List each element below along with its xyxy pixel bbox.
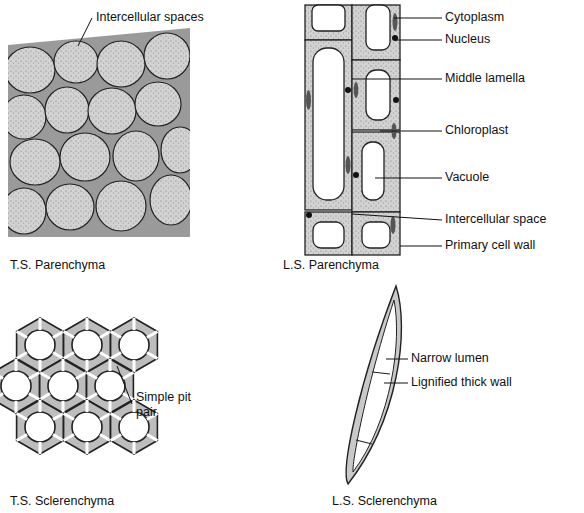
- leader-label: Lignified thick wall: [411, 375, 571, 390]
- leader-label: Cytoplasm: [445, 10, 580, 25]
- leader-line: [78, 18, 92, 46]
- leader-line: [117, 366, 132, 404]
- ts-sclerenchyma: [0, 318, 157, 454]
- leader-label: Vacuole: [445, 170, 580, 185]
- figure-caption: T.S. Sclerenchyma: [10, 494, 190, 509]
- ls-sclerenchyma: [346, 286, 401, 484]
- leader-label: Narrow lumen: [411, 351, 561, 366]
- ls-parenchyma: [305, 5, 400, 255]
- leader-lines: [352, 18, 442, 246]
- figure-caption: L.S. Parenchyma: [283, 258, 453, 273]
- leader-label: Intercellular spaces: [96, 10, 236, 25]
- chloroplasts: [306, 13, 398, 234]
- leader-label: Simple pit pair: [136, 390, 196, 420]
- leader-label: Primary cell wall: [445, 238, 580, 253]
- leader-label: Chloroplast: [445, 123, 580, 138]
- leader-label: Nucleus: [445, 32, 580, 47]
- leader-lines: [384, 359, 408, 383]
- ts-parenchyma: [2, 28, 199, 237]
- leader-label: Intercellular space: [445, 212, 580, 227]
- leader-label: Middle lamella: [445, 71, 580, 86]
- figure-caption: T.S. Parenchyma: [10, 258, 180, 273]
- nuclei: [306, 35, 399, 218]
- figure-caption: L.S. Sclerenchyma: [332, 494, 512, 509]
